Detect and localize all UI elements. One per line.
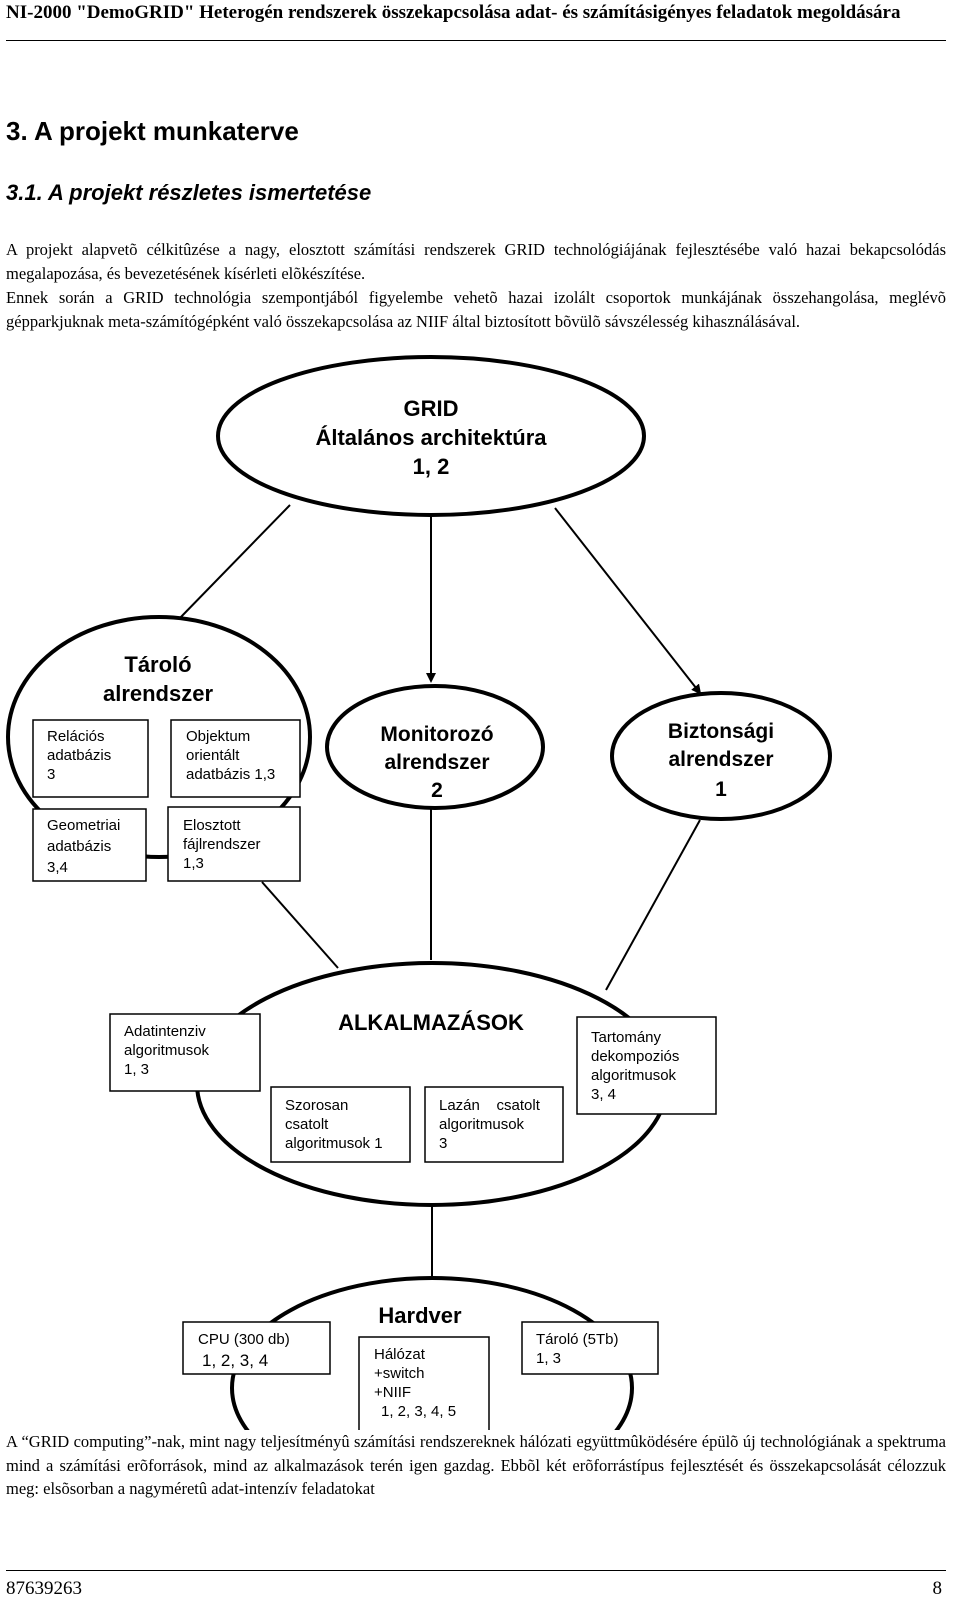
distributed-fs-line1: Elosztott	[183, 817, 241, 834]
connector-grid-storage	[177, 504, 291, 621]
domain-decomposition-line4: 3, 4	[591, 1086, 616, 1103]
data-intensive-box	[109, 1013, 261, 1092]
connector-storage-apps	[261, 881, 339, 969]
security-line3: 1	[715, 778, 727, 801]
grid-numbers: 1, 2	[413, 454, 450, 479]
cpu-box	[182, 1321, 331, 1375]
grid-title: GRID	[404, 396, 459, 421]
page-number: 8	[932, 1578, 943, 1599]
domain-decomposition-box	[576, 1016, 717, 1115]
hardware-storage-line1: Tároló (5Tb)	[536, 1331, 619, 1348]
object-db-box	[170, 719, 301, 798]
data-intensive-line2: algoritmusok	[124, 1042, 210, 1059]
relational-db-line3: 3	[47, 766, 55, 783]
loosely-coupled-line1: Lazán csatolt	[439, 1097, 541, 1114]
monitoring-line3: 2	[431, 779, 443, 802]
relational-db-line2: adatbázis	[47, 747, 111, 764]
grid-architecture-node	[216, 355, 646, 517]
monitoring-line1: Monitorozó	[380, 723, 493, 746]
relational-db-line1: Relációs	[47, 728, 105, 745]
connector-lines	[177, 504, 702, 1280]
network-line1: Hálózat	[374, 1346, 426, 1363]
loosely-coupled-box	[424, 1086, 564, 1163]
cpu-line2: 1, 2, 3, 4	[202, 1351, 268, 1370]
domain-decomposition-line3: algoritmusok	[591, 1067, 677, 1084]
network-line2: +switch	[374, 1365, 424, 1382]
cpu-line1: CPU (300 db)	[198, 1331, 290, 1348]
security-subsystem-node	[610, 691, 832, 821]
distributed-fs-line2: fájlrendszer	[183, 836, 261, 853]
architecture-diagram: GRID Általános architektúra 1, 2 Tároló …	[6, 355, 832, 1440]
tightly-coupled-line1: Szorosan	[285, 1097, 348, 1114]
loosely-coupled-line3: 3	[439, 1135, 447, 1152]
hardware-title: Hardver	[378, 1303, 462, 1328]
object-db-line2: orientált	[186, 747, 240, 764]
document-header: NI-2000 "DemoGRID" Heterogén rendszerek …	[6, 2, 901, 23]
tightly-coupled-line3: algoritmusok 1	[285, 1135, 383, 1152]
object-db-line3: adatbázis 1,3	[186, 766, 275, 783]
geometric-db-box	[32, 808, 147, 882]
geometric-db-line1: Geometriai	[47, 817, 120, 834]
subsection-heading: 3.1. A projekt részletes ismertetése	[6, 180, 372, 205]
security-line2: alrendszer	[668, 748, 773, 771]
distributed-fs-line3: 1,3	[183, 855, 204, 872]
monitoring-subsystem-node	[325, 684, 545, 810]
network-line3: +NIIF	[374, 1384, 411, 1401]
domain-decomposition-line1: Tartomány	[591, 1029, 662, 1046]
security-line1: Biztonsági	[668, 720, 774, 743]
data-intensive-line1: Adatintenziv	[124, 1023, 206, 1040]
grid-subtitle: Általános architektúra	[315, 425, 547, 450]
monitoring-line2: alrendszer	[384, 751, 489, 774]
storage-title-1: Tároló	[124, 652, 191, 677]
distributed-fs-box	[167, 806, 301, 882]
tightly-coupled-line2: csatolt	[285, 1116, 329, 1133]
hardware-storage-line2: 1, 3	[536, 1350, 561, 1367]
intro-paragraph-1: A projekt alapvetõ célkitûzése a nagy, e…	[6, 240, 946, 283]
storage-title-2: alrendszer	[103, 681, 213, 706]
network-box	[358, 1336, 490, 1434]
footer-document-id: 87639263	[6, 1578, 82, 1599]
arrow-grid-security	[554, 507, 702, 695]
applications-title: ALKALMAZÁSOK	[338, 1010, 524, 1035]
loosely-coupled-line2: algoritmusok	[439, 1116, 525, 1133]
header-rule	[6, 40, 946, 41]
intro-paragraph-2: Ennek során a GRID technológia szempontj…	[6, 288, 946, 331]
network-line4: 1, 2, 3, 4, 5	[381, 1403, 456, 1420]
footer-rule	[6, 1570, 946, 1571]
geometric-db-line2: adatbázis	[47, 838, 111, 855]
relational-db-box	[32, 719, 149, 798]
domain-decomposition-line2: dekompoziós	[591, 1048, 679, 1065]
hardware-storage-box	[521, 1321, 659, 1375]
data-intensive-line3: 1, 3	[124, 1061, 149, 1078]
section-heading: 3. A projekt munkaterve	[6, 116, 299, 146]
tightly-coupled-box	[270, 1086, 411, 1163]
outro-paragraph: A “GRID computing”-nak, mint nagy teljes…	[6, 1430, 946, 1501]
geometric-db-line3: 3,4	[47, 859, 68, 876]
object-db-line1: Objektum	[186, 728, 250, 745]
connector-security-apps	[605, 819, 701, 991]
